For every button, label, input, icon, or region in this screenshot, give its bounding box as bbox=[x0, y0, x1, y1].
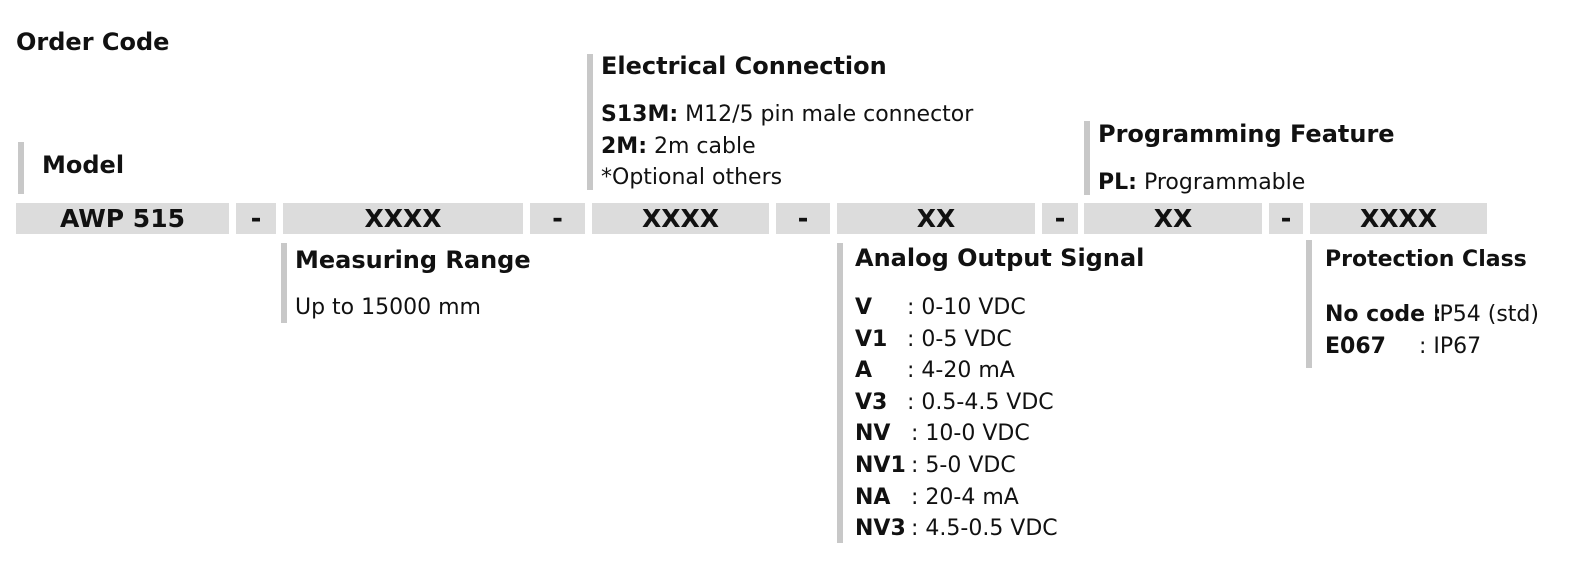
code-separator: - bbox=[1269, 203, 1303, 234]
electrical-connection-divider bbox=[587, 54, 593, 190]
list-item: A: 4-20 mA bbox=[855, 358, 1015, 384]
list-item: V1: 0-5 VDC bbox=[855, 326, 1012, 352]
code-separator: - bbox=[236, 203, 276, 234]
list-item: PL: Programmable bbox=[1098, 170, 1306, 195]
electrical-connection-title: Electrical Connection bbox=[601, 52, 887, 80]
analog-output-title: Analog Output Signal bbox=[855, 244, 1145, 272]
code-cell-measuring-range: XXXX bbox=[283, 203, 523, 234]
order-code-title: Order Code bbox=[16, 28, 170, 56]
protection-class-list: No code : IP54 (std) E067: IP67 bbox=[1325, 299, 1555, 362]
list-item: E067: IP67 bbox=[1325, 333, 1482, 359]
measuring-range-text: Up to 15000 mm bbox=[295, 295, 481, 320]
electrical-connection-note: *Optional others bbox=[601, 165, 783, 191]
list-item: NV3: 4.5-0.5 VDC bbox=[855, 516, 1058, 542]
protection-class-divider bbox=[1306, 240, 1312, 368]
measuring-range-divider bbox=[281, 243, 287, 323]
code-cell-model: AWP 515 bbox=[16, 203, 229, 234]
analog-output-list: V: 0-10 VDC V1: 0-5 VDC A: 4-20 mA V3: 0… bbox=[855, 292, 1075, 545]
code-cell-electrical-connection: XXXX bbox=[592, 203, 769, 234]
code-cell-protection-class: XXXX bbox=[1310, 203, 1487, 234]
list-item: NV1: 5-0 VDC bbox=[855, 452, 1016, 478]
code-separator: - bbox=[530, 203, 585, 234]
electrical-connection-list: S13M: M12/5 pin male connector 2M: 2m ca… bbox=[601, 99, 973, 194]
programming-feature-title: Programming Feature bbox=[1098, 120, 1395, 148]
protection-class-title: Protection Class bbox=[1325, 247, 1527, 272]
programming-feature-divider bbox=[1084, 121, 1090, 195]
list-item: V3: 0.5-4.5 VDC bbox=[855, 389, 1054, 415]
code-cell-analog-output: XX bbox=[837, 203, 1035, 234]
model-title: Model bbox=[42, 151, 125, 179]
list-item: S13M: M12/5 pin male connector bbox=[601, 102, 974, 127]
list-item: NA: 20-4 mA bbox=[855, 484, 1019, 510]
code-separator: - bbox=[776, 203, 830, 234]
analog-output-divider bbox=[837, 243, 843, 543]
list-item: 2M: 2m cable bbox=[601, 133, 756, 159]
list-item: V: 0-10 VDC bbox=[855, 295, 1026, 320]
model-divider bbox=[18, 142, 24, 194]
code-separator: - bbox=[1042, 203, 1078, 234]
measuring-range-title: Measuring Range bbox=[295, 246, 531, 274]
list-item: No code : IP54 (std) bbox=[1325, 302, 1539, 327]
list-item: NV: 10-0 VDC bbox=[855, 421, 1030, 447]
code-cell-programming-feature: XX bbox=[1084, 203, 1262, 234]
